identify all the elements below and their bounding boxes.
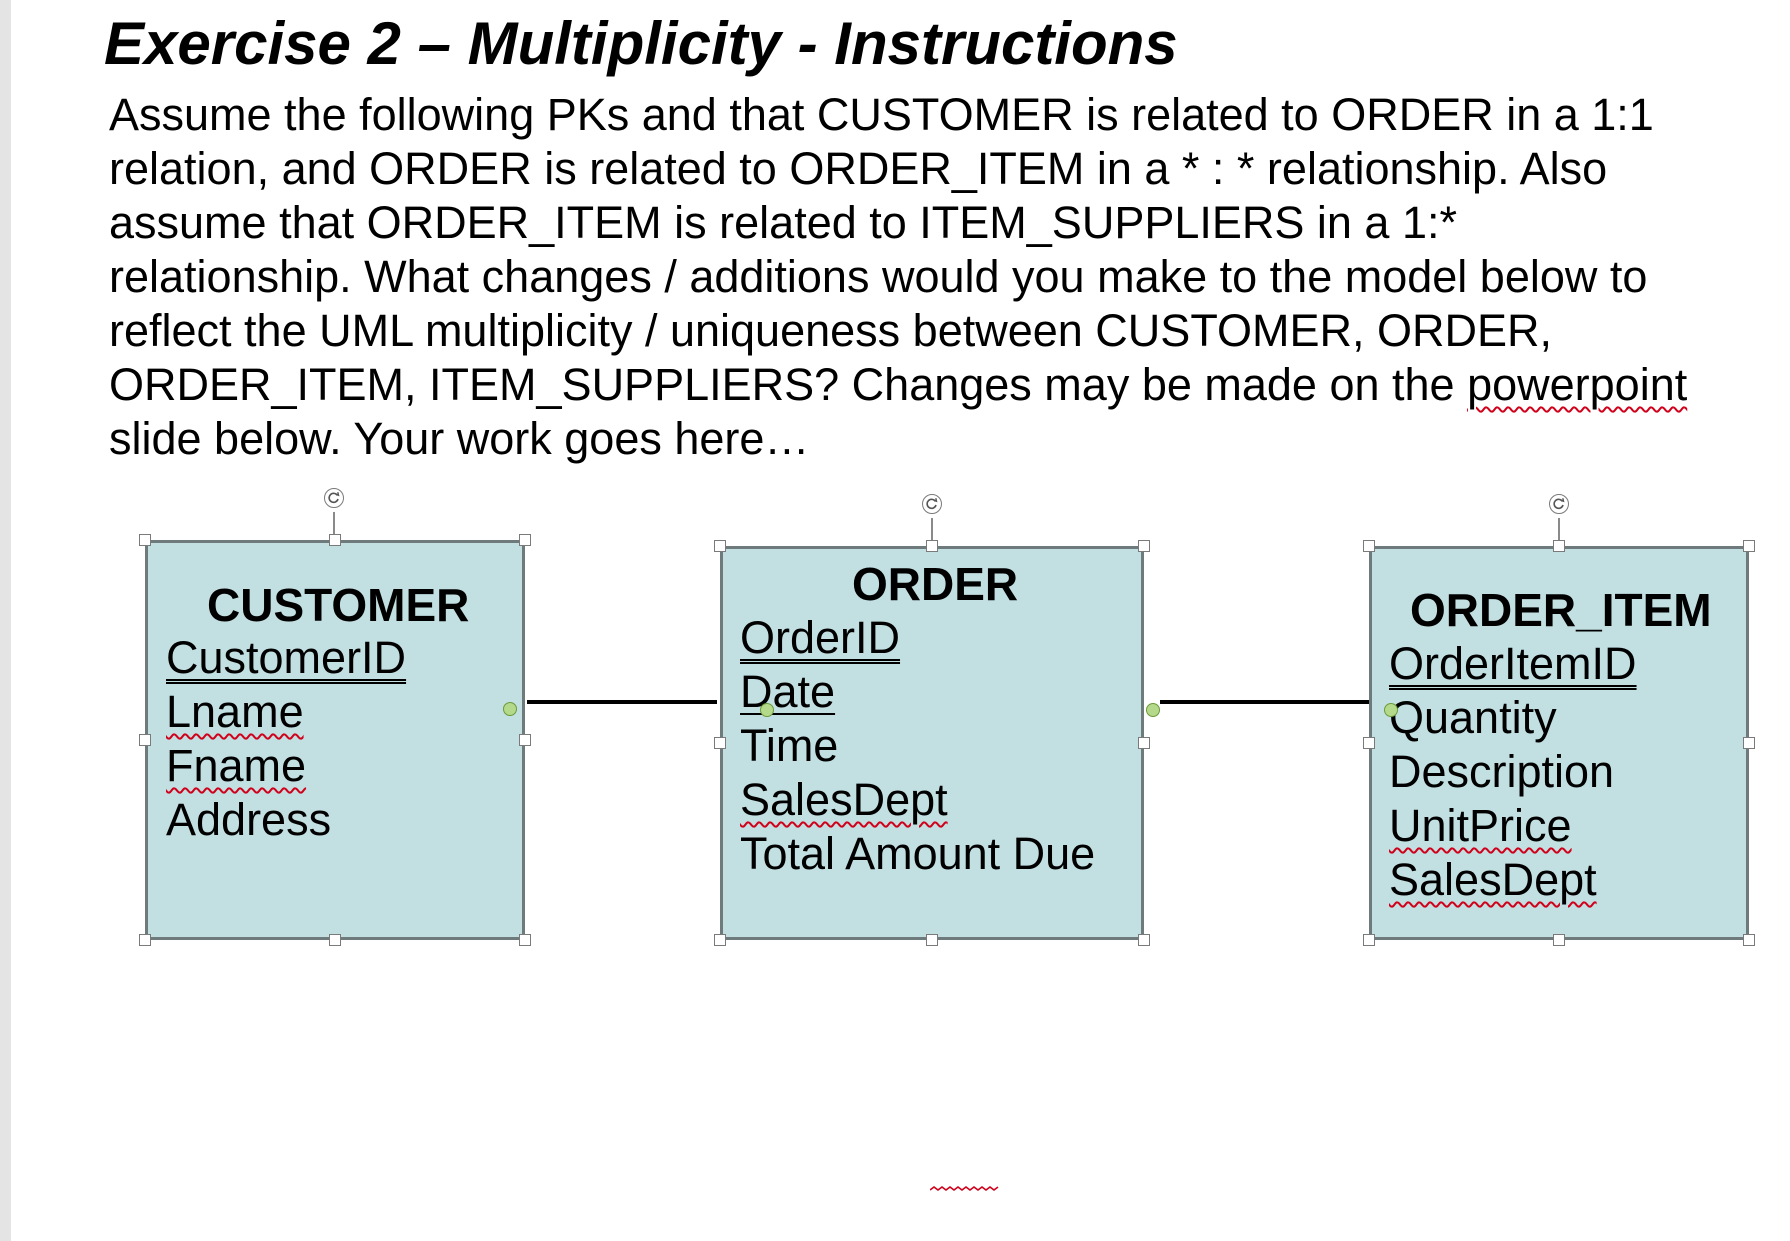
- attribute-order-item-id: OrderItemID: [1389, 638, 1637, 689]
- entity-customer-attributes: CustomerID Lname Fname Address: [166, 631, 406, 847]
- instructions-line-7: slide below. Your work goes here…: [109, 413, 810, 464]
- resize-handle[interactable]: [1553, 934, 1565, 946]
- resize-handle[interactable]: [519, 534, 531, 546]
- resize-handle[interactable]: [139, 734, 151, 746]
- rotate-handle-icon[interactable]: [1549, 494, 1569, 514]
- attribute-order-id: OrderID: [740, 612, 901, 663]
- rotate-stem: [1558, 518, 1560, 540]
- entity-customer-title: CUSTOMER: [207, 579, 470, 631]
- resize-handle[interactable]: [329, 934, 341, 946]
- instructions-line-4: relationship. What changes / additions w…: [109, 251, 1648, 302]
- resize-handle[interactable]: [1138, 737, 1150, 749]
- attribute-date: Date: [740, 666, 836, 717]
- connector-handle[interactable]: [760, 703, 774, 717]
- resize-handle[interactable]: [519, 734, 531, 746]
- entity-order-title: ORDER: [852, 558, 1019, 610]
- resize-handle[interactable]: [1138, 540, 1150, 552]
- resize-handle[interactable]: [926, 540, 938, 552]
- slide-title: Exercise 2 – Multiplicity - Instructions: [104, 10, 1178, 77]
- entity-order-item[interactable]: ORDER_ITEM OrderItemID Quantity Descript…: [1369, 546, 1749, 940]
- resize-handle[interactable]: [1363, 737, 1375, 749]
- resize-handle[interactable]: [1363, 540, 1375, 552]
- instructions-line-6-text: ORDER_ITEM, ITEM_SUPPLIERS? Changes may …: [109, 359, 1468, 410]
- resize-handle[interactable]: [519, 934, 531, 946]
- resize-handle[interactable]: [1363, 934, 1375, 946]
- resize-handle[interactable]: [1138, 934, 1150, 946]
- attribute-lname: Lname: [166, 686, 304, 737]
- connector-handle[interactable]: [1146, 703, 1160, 717]
- attribute-quantity: Quantity: [1389, 692, 1557, 743]
- entity-order-item-attributes: OrderItemID Quantity Description UnitPri…: [1389, 637, 1637, 907]
- resize-handle[interactable]: [1553, 540, 1565, 552]
- instructions-text: Assume the following PKs and that CUSTOM…: [109, 88, 1749, 466]
- rotate-handle-icon[interactable]: [324, 488, 344, 508]
- attribute-fname: Fname: [166, 740, 307, 791]
- attribute-order-item-sales-dept: SalesDept: [1389, 854, 1597, 905]
- resize-handle[interactable]: [1743, 540, 1755, 552]
- attribute-sales-dept: SalesDept: [740, 774, 948, 825]
- resize-handle[interactable]: [1743, 934, 1755, 946]
- entity-order[interactable]: ORDER OrderID Date Time SalesDept Total …: [720, 546, 1144, 940]
- attribute-time: Time: [740, 720, 839, 771]
- rotate-stem: [333, 512, 335, 534]
- resize-handle[interactable]: [139, 534, 151, 546]
- resize-handle[interactable]: [714, 737, 726, 749]
- attribute-customer-id: CustomerID: [166, 632, 407, 683]
- instructions-line-1: Assume the following PKs and that CUSTOM…: [109, 89, 1654, 140]
- entity-customer[interactable]: CUSTOMER CustomerID Lname Fname Address: [145, 540, 525, 940]
- connector-handle[interactable]: [1384, 703, 1398, 717]
- resize-handle[interactable]: [714, 934, 726, 946]
- window-left-edge: [0, 0, 11, 1241]
- connector-order-orderitem[interactable]: [1160, 700, 1378, 704]
- attribute-unit-price: UnitPrice: [1389, 800, 1572, 851]
- resize-handle[interactable]: [1743, 737, 1755, 749]
- instructions-line-6: ORDER_ITEM, ITEM_SUPPLIERS? Changes may …: [109, 358, 1749, 412]
- resize-handle[interactable]: [926, 934, 938, 946]
- resize-handle[interactable]: [329, 534, 341, 546]
- entity-order-attributes: OrderID Date Time SalesDept Total Amount…: [740, 611, 1095, 881]
- attribute-total-amount-due: Total Amount Due: [740, 828, 1096, 879]
- resize-handle[interactable]: [714, 540, 726, 552]
- spellcheck-word-powerpoint: powerpoint: [1467, 359, 1688, 410]
- spellcheck-squiggle: [930, 1186, 999, 1191]
- rotate-stem: [931, 518, 933, 540]
- attribute-description: Description: [1389, 746, 1615, 797]
- connector-customer-order[interactable]: [527, 700, 717, 704]
- attribute-address: Address: [166, 794, 332, 845]
- instructions-line-5: reflect the UML multiplicity / uniquenes…: [109, 305, 1553, 356]
- entity-order-item-title: ORDER_ITEM: [1410, 584, 1712, 636]
- instructions-line-2: relation, and ORDER is related to ORDER_…: [109, 143, 1608, 194]
- rotate-handle-icon[interactable]: [922, 494, 942, 514]
- resize-handle[interactable]: [139, 934, 151, 946]
- instructions-line-3: assume that ORDER_ITEM is related to ITE…: [109, 197, 1458, 248]
- connector-handle[interactable]: [503, 702, 517, 716]
